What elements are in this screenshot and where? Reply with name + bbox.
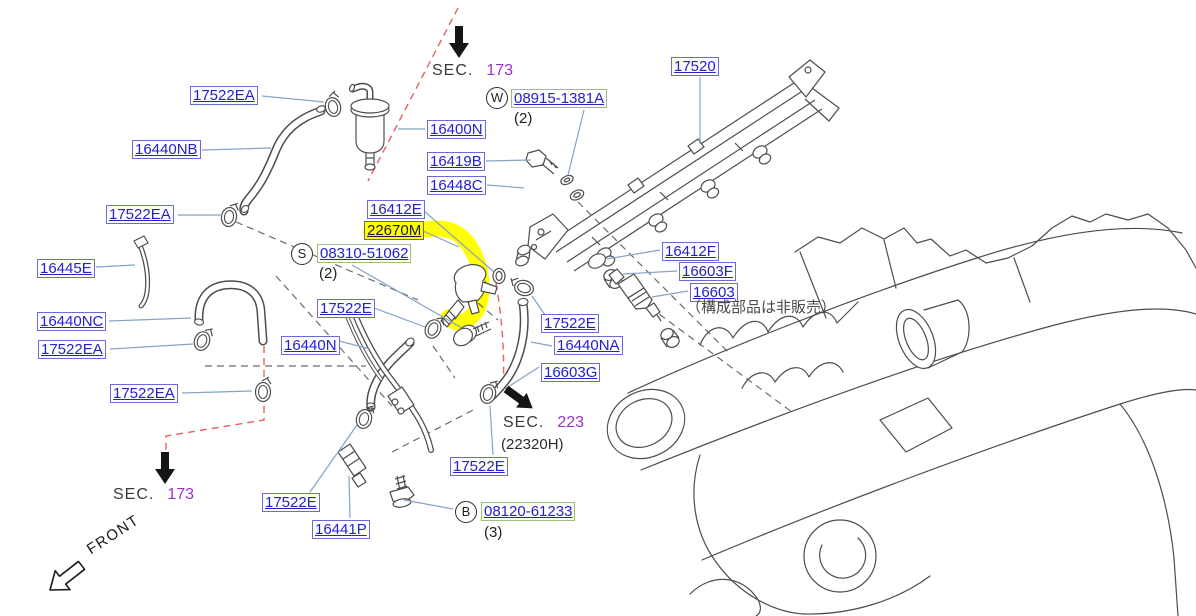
part-label-16603G[interactable]: 16603G <box>541 363 601 382</box>
section-label: SEC. <box>432 62 474 79</box>
part-label-16603F[interactable]: 16603F <box>679 262 736 281</box>
section-ref-223: SEC. 223 <box>503 414 584 432</box>
part-label-17522E-4[interactable]: 17522E <box>262 493 320 512</box>
hose-drawings <box>133 105 529 453</box>
small-parts-drawings <box>337 149 680 508</box>
fastener-qty-screw: (2) <box>319 265 338 282</box>
part-label-08120-61233[interactable]: 08120-61233 <box>481 502 576 521</box>
part-label-16440N[interactable]: 16440N <box>281 336 340 355</box>
part-label-08310-51062[interactable]: 08310-51062 <box>317 244 412 263</box>
section-arrow-223-icon <box>503 385 533 409</box>
part-label-17522E-3[interactable]: 17522E <box>450 457 508 476</box>
screw-symbol-circle: S <box>291 243 313 265</box>
section-ref-173-bottom: SEC. 173 <box>113 486 194 504</box>
part-label-17520[interactable]: 17520 <box>671 57 719 76</box>
note-components-not-sold: （構成部品は非販売） <box>686 299 837 316</box>
part-label-17522E-2[interactable]: 17522E <box>541 314 599 333</box>
part-label-17522EA-3[interactable]: 17522EA <box>38 340 106 359</box>
part-label-17522EA-1[interactable]: 17522EA <box>190 86 258 105</box>
section-arrow-top-icon <box>449 26 469 58</box>
part-label-08915-1381A[interactable]: 08915-1381A <box>511 89 608 108</box>
fastener-qty-washer: (2) <box>514 110 533 127</box>
regulator-valve-drawing <box>440 264 498 328</box>
front-arrow-icon <box>49 560 86 591</box>
section-label: SEC. <box>113 486 155 503</box>
part-label-16603[interactable]: 16603 <box>690 283 738 302</box>
part-label-16419B[interactable]: 16419B <box>427 152 485 171</box>
engine-outline <box>606 213 1196 616</box>
part-label-22670M-highlighted[interactable]: 22670M <box>364 221 425 240</box>
alignment-dashes <box>205 201 793 453</box>
washer-symbol-circle: W <box>486 87 508 109</box>
part-label-16440NC[interactable]: 16440NC <box>37 312 107 331</box>
section-number-223[interactable]: 223 <box>557 414 585 431</box>
fuel-filter-drawing <box>348 82 390 171</box>
part-label-17522EA-4[interactable]: 17522EA <box>110 384 178 403</box>
section-arrow-bottom-icon <box>155 452 175 484</box>
section-label: SEC. <box>503 414 545 431</box>
part-label-16412E[interactable]: 16412E <box>367 200 425 219</box>
section-sub-22320H: (22320H) <box>501 436 564 453</box>
part-label-16440NA[interactable]: 16440NA <box>554 336 623 355</box>
part-label-17522E-1[interactable]: 17522E <box>317 299 375 318</box>
section-ref-173-top: SEC. 173 <box>432 62 513 80</box>
bolt-symbol-circle: B <box>455 501 477 523</box>
section-number-173b[interactable]: 173 <box>167 486 195 503</box>
fastener-qty-bolt: (3) <box>484 524 503 541</box>
part-label-16445E[interactable]: 16445E <box>37 259 95 278</box>
section-number-173[interactable]: 173 <box>486 62 514 79</box>
fuel-rail-drawing <box>527 59 840 272</box>
part-label-16440NB[interactable]: 16440NB <box>132 140 201 159</box>
part-label-16448C[interactable]: 16448C <box>427 176 486 195</box>
part-label-16412F[interactable]: 16412F <box>662 242 719 261</box>
leader-lines <box>95 77 701 519</box>
part-label-16441P[interactable]: 16441P <box>312 520 370 539</box>
part-label-17522EA-2[interactable]: 17522EA <box>106 205 174 224</box>
part-label-16400N[interactable]: 16400N <box>427 120 486 139</box>
